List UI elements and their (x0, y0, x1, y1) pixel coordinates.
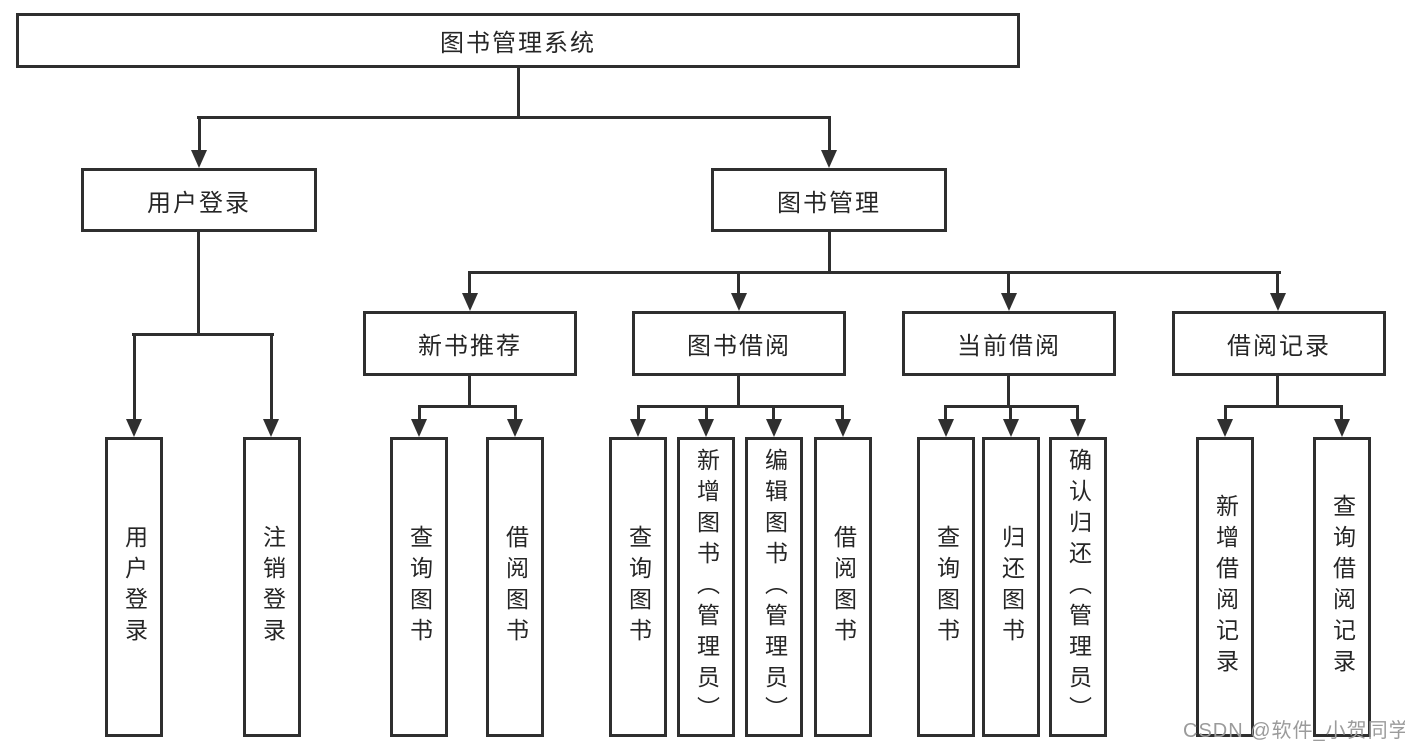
node-root: 图书管理系统 (16, 13, 1020, 68)
arrowhead-leaf-logout (263, 419, 279, 437)
node-leaf-borrow-book-1: 借阅图书 (486, 437, 544, 737)
connector-leaf-borrow2-shaft (841, 405, 844, 421)
arrowhead-leaf-confirm (1070, 419, 1086, 437)
arrowhead-book-borrow (731, 293, 747, 311)
connector-level3-rail (468, 271, 1281, 274)
arrowhead-leaf-query2 (630, 419, 646, 437)
connector-new-book-rec-stem (468, 374, 471, 407)
connector-user-login-stem (197, 230, 200, 335)
arrowhead-new-book-rec (462, 293, 478, 311)
arrowhead-leaf-edit-book (766, 419, 782, 437)
arrowhead-leaf-add-book (698, 419, 714, 437)
arrowhead-current-borrow (1001, 293, 1017, 311)
node-leaf-add-record: 新增借阅记录 (1196, 437, 1254, 737)
connector-current-borrow-shaft (1007, 271, 1010, 295)
connector-leaf-query3-shaft (944, 405, 947, 421)
node-leaf-query-book-2: 查询图书 (609, 437, 667, 737)
arrowhead-leaf-query1 (411, 419, 427, 437)
arrowhead-leaf-add-record (1217, 419, 1233, 437)
connector-leaf-query-record-shaft (1340, 405, 1343, 421)
connector-new-book-rec-shaft (468, 271, 471, 295)
node-leaf-query-book-1: 查询图书 (390, 437, 448, 737)
connector-book-borrow-rail (637, 405, 844, 408)
node-borrow-record: 借阅记录 (1172, 311, 1386, 376)
node-leaf-confirm-return: 确认归还（管理员） (1049, 437, 1107, 737)
node-current-borrow: 当前借阅 (902, 311, 1116, 376)
connector-leaf-borrow1-shaft (514, 405, 517, 421)
connector-borrow-record-shaft (1276, 271, 1279, 295)
connector-user-login-shaft (198, 116, 201, 154)
node-leaf-borrow-book-2: 借阅图书 (814, 437, 872, 737)
node-leaf-logout: 注销登录 (243, 437, 301, 737)
connector-user-login-rail (132, 333, 274, 336)
connector-borrow-record-stem (1276, 374, 1279, 408)
connector-book-borrow-stem (737, 374, 740, 407)
connector-leaf-edit-book-shaft (772, 405, 775, 421)
node-book-borrow: 图书借阅 (632, 311, 846, 376)
connector-book-mgmt-shaft (828, 116, 831, 154)
arrowhead-borrow-record (1270, 293, 1286, 311)
node-leaf-query-record: 查询借阅记录 (1313, 437, 1371, 737)
arrowhead-leaf-query3 (938, 419, 954, 437)
connector-root-stem (517, 66, 520, 118)
node-leaf-query-book-3: 查询图书 (917, 437, 975, 737)
arrowhead-leaf-query-record (1334, 419, 1350, 437)
arrowhead-leaf-return (1003, 419, 1019, 437)
node-leaf-user-login: 用户登录 (105, 437, 163, 737)
connector-new-book-rec-rail (418, 405, 517, 408)
connector-leaf-query1-shaft (418, 405, 421, 421)
arrowhead-leaf-borrow1 (507, 419, 523, 437)
arrowhead-book-mgmt (821, 150, 837, 168)
node-leaf-edit-book: 编辑图书（管理员） (745, 437, 803, 737)
connector-current-borrow-stem (1007, 374, 1010, 407)
connector-leaf-add-record-shaft (1224, 405, 1227, 421)
connector-leaf-confirm-shaft (1076, 405, 1079, 421)
arrowhead-leaf-user-login (126, 419, 142, 437)
connector-leaf-return-shaft (1009, 405, 1012, 421)
node-new-book-rec: 新书推荐 (363, 311, 577, 376)
arrowhead-user-login (191, 150, 207, 168)
connector-level2-rail (197, 116, 831, 119)
node-leaf-add-book: 新增图书（管理员） (677, 437, 735, 737)
csdn-watermark: CSDN @软件_小贺同学 (1183, 720, 1405, 742)
node-leaf-return-book: 归还图书 (982, 437, 1040, 737)
connector-borrow-record-rail (1224, 405, 1343, 408)
node-book-mgmt: 图书管理 (711, 168, 947, 232)
connector-leaf-query2-shaft (637, 405, 640, 421)
connector-book-mgmt-stem (828, 230, 831, 274)
connector-leaf-logout-shaft (270, 333, 273, 421)
connector-leaf-user-login-shaft (133, 333, 136, 421)
connector-leaf-add-book-shaft (705, 405, 708, 421)
arrowhead-leaf-borrow2 (835, 419, 851, 437)
node-user-login: 用户登录 (81, 168, 317, 232)
connector-book-borrow-shaft (737, 271, 740, 295)
